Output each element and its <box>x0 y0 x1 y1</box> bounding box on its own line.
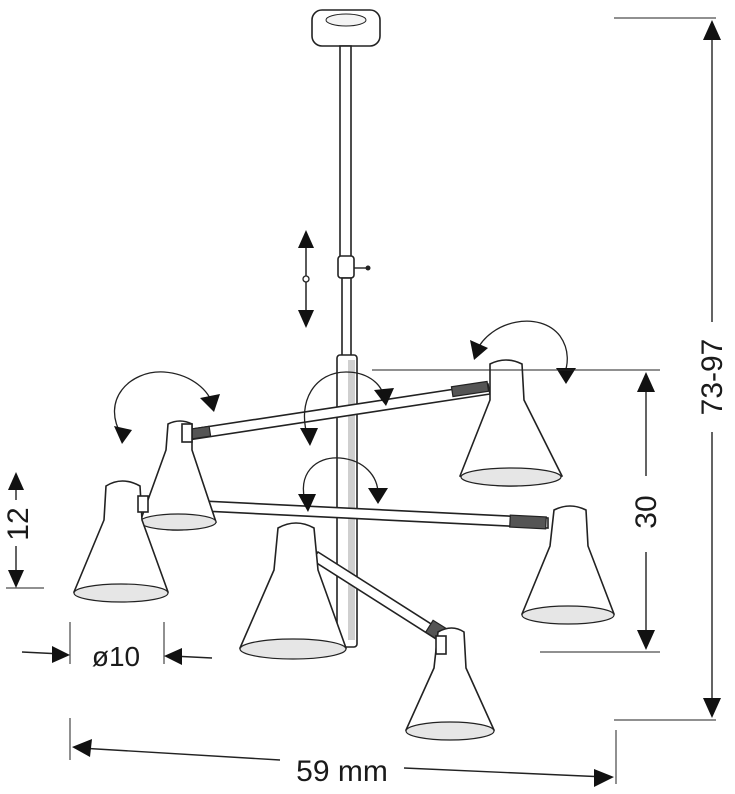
shade-height-label: 12 <box>2 507 35 540</box>
width-label: 59 mm <box>296 755 388 788</box>
dimension-shade-height: 12 <box>2 472 44 589</box>
shade-left <box>72 480 170 603</box>
shade-right <box>520 505 616 625</box>
dimension-width: 59 mm <box>69 718 617 788</box>
shade-upper-right <box>458 359 564 487</box>
suspension-rod <box>336 45 371 648</box>
dimension-shade-diameter: ø10 <box>21 622 213 672</box>
shade-center <box>238 522 348 660</box>
dimension-arm-drop: 30 <box>372 369 663 653</box>
height-label: 73-97 <box>696 339 729 416</box>
shade-diameter-label: ø10 <box>92 641 140 672</box>
shade-bottom <box>404 627 496 741</box>
arm-drop-label: 30 <box>630 495 663 528</box>
height-adjust-indicator <box>298 230 314 328</box>
shade-upper-left <box>138 420 217 531</box>
rotation-arrow-left <box>113 371 220 444</box>
dimension-height: 73-97 <box>614 17 729 721</box>
rotation-arrow-top-center <box>300 371 394 446</box>
rotation-arrow-right <box>470 320 576 384</box>
ceiling-canopy <box>311 9 381 47</box>
rotation-arrow-middle <box>298 457 388 512</box>
